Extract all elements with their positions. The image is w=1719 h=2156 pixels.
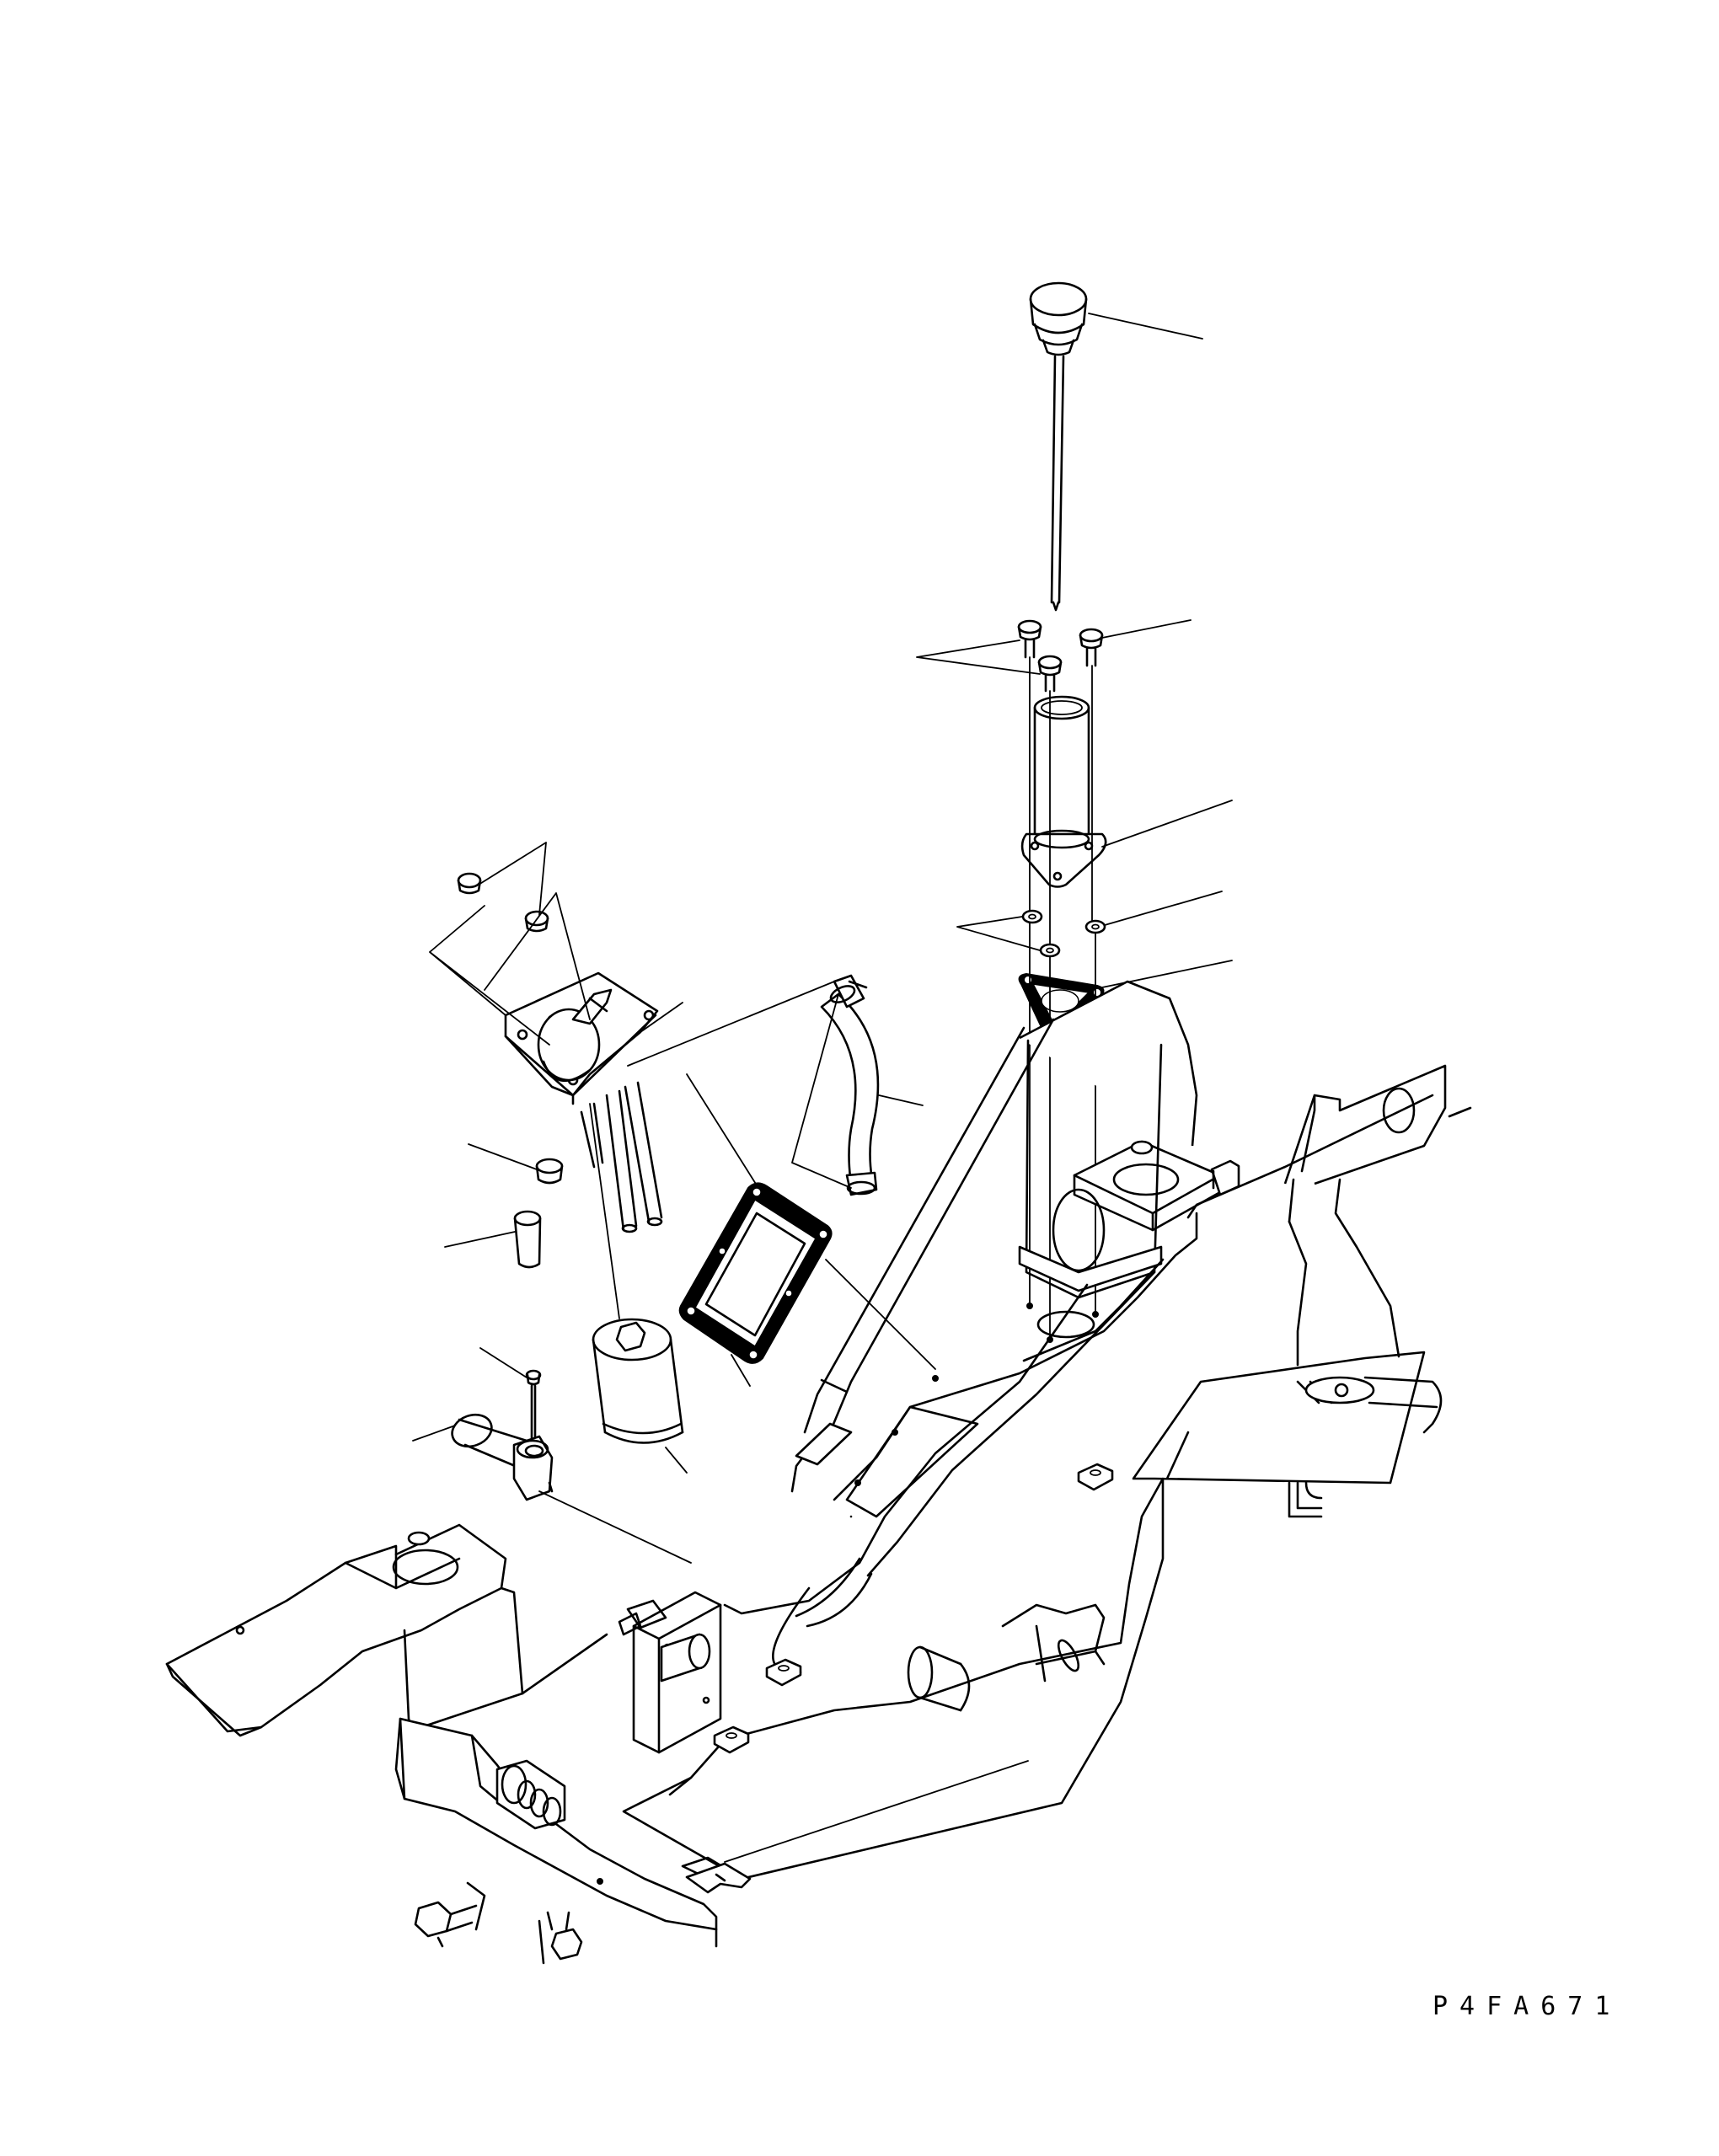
leader-hose	[878, 1094, 924, 1106]
u-clip	[685, 1862, 752, 1894]
nut-block-2	[765, 1658, 802, 1687]
leader-coupling	[412, 1425, 456, 1442]
fender-plate	[165, 1523, 608, 1754]
filter-head-plate	[504, 971, 659, 1105]
bolt-center	[1037, 655, 1063, 693]
right-cover-plate	[1132, 1178, 1443, 1518]
leader-bolts-pair	[916, 639, 1041, 675]
leader-collar	[468, 1143, 538, 1170]
leader-gasket-bottom	[731, 1354, 751, 1387]
cover-gasket	[678, 1182, 833, 1364]
filter-bolt-left	[457, 872, 482, 895]
hex-bolt-lower-2	[538, 1911, 583, 1965]
bolt-right	[1079, 628, 1104, 667]
filler-tube	[1020, 695, 1107, 888]
chassis-lower-frame	[622, 1477, 1165, 1880]
leader-filter-head	[429, 905, 550, 1046]
washer-right	[1084, 919, 1106, 934]
dipstick-cap	[1029, 281, 1088, 356]
leader-u-clip	[724, 1760, 1029, 1863]
rail-cylinder	[495, 1759, 566, 1830]
leader-hose-top	[627, 981, 835, 1067]
pivot-pin	[907, 1645, 971, 1712]
dipstick-rod	[1050, 355, 1065, 612]
motor-bracket	[618, 1591, 722, 1754]
leader-gasket-top	[686, 1073, 759, 1189]
coupling	[451, 1413, 554, 1501]
leader-filter-bolts	[478, 842, 547, 916]
leader-washers-pair	[956, 916, 1041, 951]
assembly-guide-lines	[1026, 656, 1099, 1343]
leader-tube	[1101, 800, 1233, 848]
coupling-bolt	[525, 1369, 542, 1444]
tank-mount-block	[1073, 1140, 1240, 1232]
filter-bolt-right	[524, 910, 549, 933]
leader-filter-bottom	[665, 1447, 688, 1474]
leader-gasket-diag	[825, 1259, 936, 1370]
leader-filter-element	[589, 1103, 620, 1319]
leader-dipstick	[1088, 313, 1203, 340]
leader-washer-right	[1104, 891, 1223, 926]
frame-upright	[1019, 980, 1472, 1185]
collar	[535, 1158, 564, 1185]
leader-filter-plate	[640, 1002, 683, 1033]
bolt-left	[1017, 619, 1042, 659]
filter-pipes	[580, 1081, 663, 1233]
leader-bolt-right	[1101, 619, 1192, 639]
leader-coupling-pipe	[538, 1490, 692, 1564]
washer-center	[1039, 943, 1061, 958]
washer-left	[1021, 909, 1043, 924]
leader-sleeve	[444, 1231, 516, 1248]
leader-coupling-bolt	[479, 1347, 527, 1378]
nut-block-1	[1077, 1463, 1114, 1491]
nut-block-3	[713, 1725, 750, 1754]
drawing-code: P4FA671	[1432, 1992, 1622, 2021]
leader-filter-pipes	[484, 892, 591, 1020]
filter-element	[592, 1318, 684, 1444]
sleeve	[513, 1210, 542, 1269]
main-frame-rail	[723, 1018, 1434, 1674]
hose	[820, 974, 880, 1196]
leader-hose-clamps	[791, 993, 852, 1189]
hex-bolt-lower-1	[414, 1881, 486, 1948]
